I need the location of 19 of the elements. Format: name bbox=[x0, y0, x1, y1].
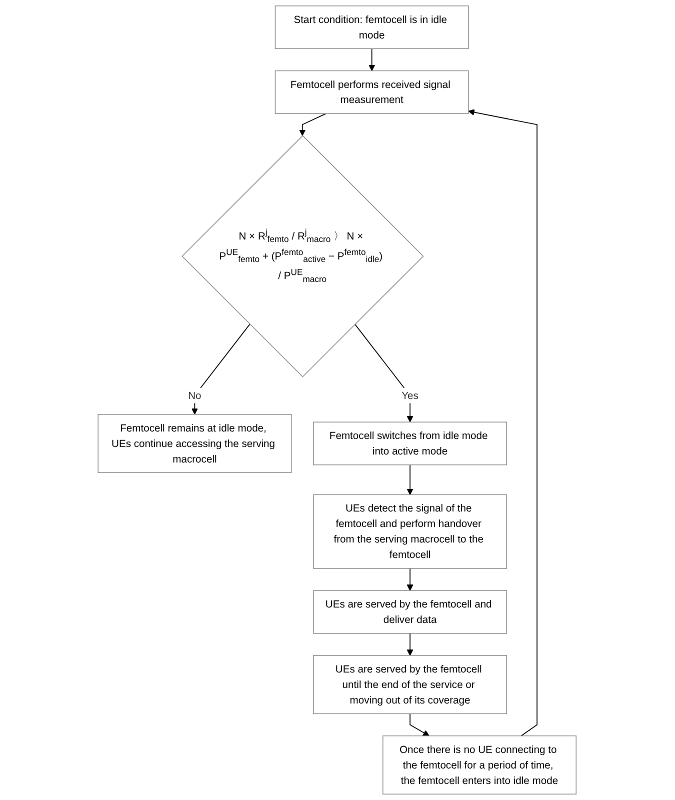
node-box: Once there is no UE connecting to the femtocell for a period of time, the femtocell enters into idle mode bbox=[382, 735, 577, 794]
arrow bbox=[354, 324, 414, 422]
arrow bbox=[368, 48, 376, 72]
node-box: UEs detect the signal of the femtocell and perform handover from the serving macrocell to the femtocell bbox=[313, 494, 508, 569]
node-box: Femtocell switches from idle mode into active mode bbox=[313, 422, 508, 466]
arrow bbox=[407, 568, 414, 591]
arrow bbox=[468, 109, 538, 736]
edge-label: No bbox=[188, 389, 202, 402]
arrow bbox=[300, 113, 327, 136]
node-box: UEs are served by the femtocell until the end of the service or moving out of its coverage bbox=[313, 655, 508, 714]
node-box: Femtocell remains at idle mode, UEs continue accessing the serving macrocell bbox=[98, 414, 292, 473]
node-box: UEs are served by the femtocell and deliver data bbox=[313, 590, 508, 634]
edge-label: Yes bbox=[402, 389, 419, 402]
arrow bbox=[410, 713, 430, 736]
node-box: Start condition: femtocell is in idle mode bbox=[275, 6, 470, 50]
arrow bbox=[407, 632, 414, 656]
arrow bbox=[407, 464, 414, 495]
node-box: Femtocell performs received signal measurement bbox=[275, 70, 470, 114]
arrow bbox=[192, 324, 251, 415]
